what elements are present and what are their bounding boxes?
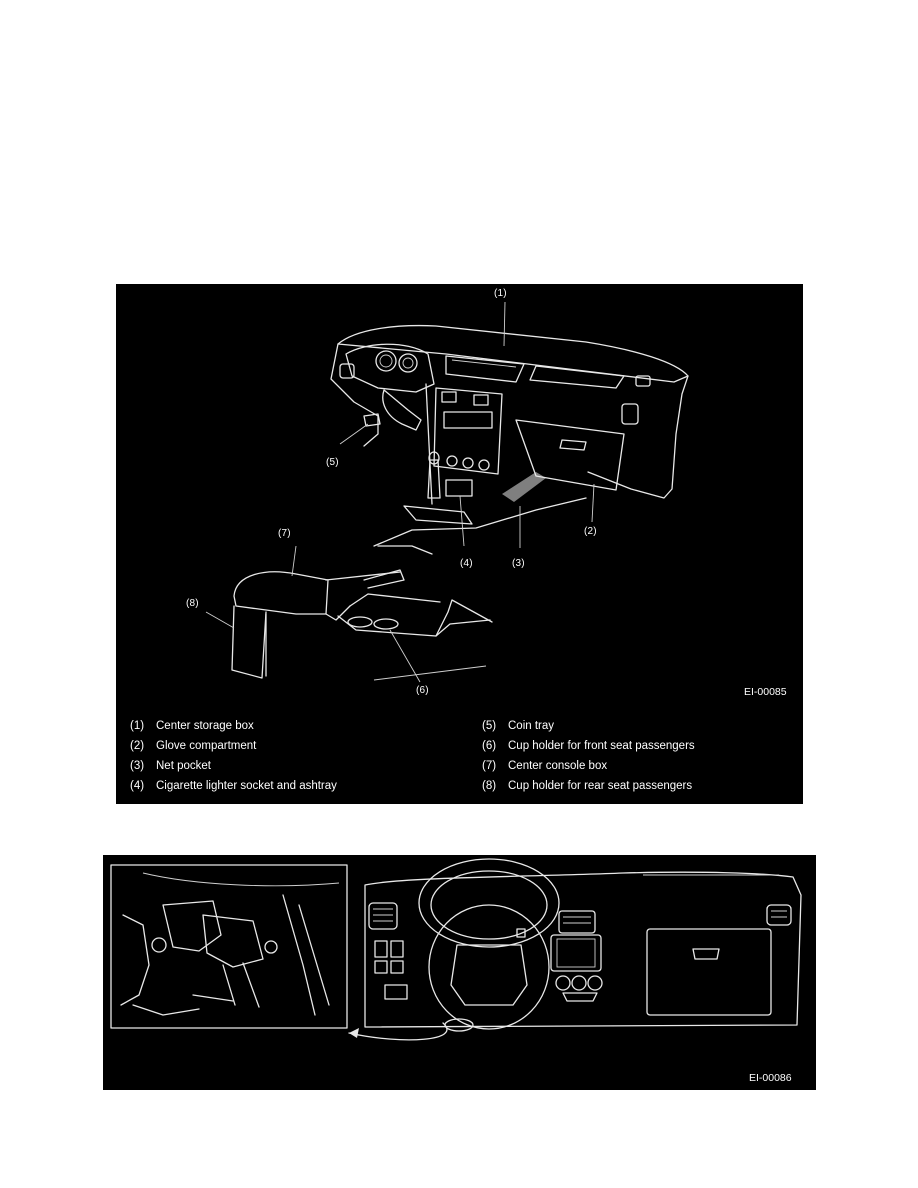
legend-item-1: (1) Center storage box: [130, 720, 254, 732]
legend-text: Center console box: [508, 760, 608, 772]
figure-interior-storage: (1) (2) (3) (4) (5) (6) (7) (8) EI-00085…: [116, 284, 803, 804]
figure-code: EI-00086: [749, 1072, 792, 1084]
legend-text: Center storage box: [156, 720, 254, 732]
callout-7: (7): [278, 528, 291, 539]
legend-item-8: (8) Cup holder for rear seat passengers: [482, 780, 692, 792]
callout-4: (4): [460, 558, 473, 569]
callout-1: (1): [494, 288, 507, 299]
callout-8: (8): [186, 598, 199, 609]
legend-text: Net pocket: [156, 760, 211, 772]
legend-text: Cup holder for rear seat passengers: [508, 780, 693, 792]
legend-text: Cigarette lighter socket and ashtray: [156, 780, 337, 792]
legend-number: (8): [482, 780, 497, 792]
legend-number: (3): [130, 760, 145, 772]
legend-number: (5): [482, 720, 497, 732]
legend-number: (2): [130, 740, 145, 752]
legend-text: Coin tray: [508, 720, 555, 732]
callout-6: (6): [416, 685, 429, 696]
legend-text: Cup holder for front seat passengers: [508, 740, 695, 752]
callout-2: (2): [584, 526, 597, 537]
callout-5: (5): [326, 457, 339, 468]
legend-item-7: (7) Center console box: [482, 760, 607, 772]
dashboard-front-illustration: [110, 858, 802, 1041]
figure-code: EI-00085: [744, 686, 787, 698]
legend-item-4: (4) Cigarette lighter socket and ashtray: [130, 780, 337, 792]
legend-text: Glove compartment: [156, 740, 257, 752]
legend-item-2: (2) Glove compartment: [130, 740, 256, 752]
legend-number: (6): [482, 740, 497, 752]
legend-number: (1): [130, 720, 145, 732]
legend-number: (7): [482, 760, 497, 772]
dashboard-isometric-illustration: [205, 301, 689, 683]
legend-item-5: (5) Coin tray: [482, 720, 554, 732]
legend-item-3: (3) Net pocket: [130, 760, 211, 772]
figure-dashboard-front-view: EI-00086: [103, 855, 816, 1090]
callout-3: (3): [512, 558, 525, 569]
legend-number: (4): [130, 780, 145, 792]
legend-item-6: (6) Cup holder for front seat passengers: [482, 740, 695, 752]
